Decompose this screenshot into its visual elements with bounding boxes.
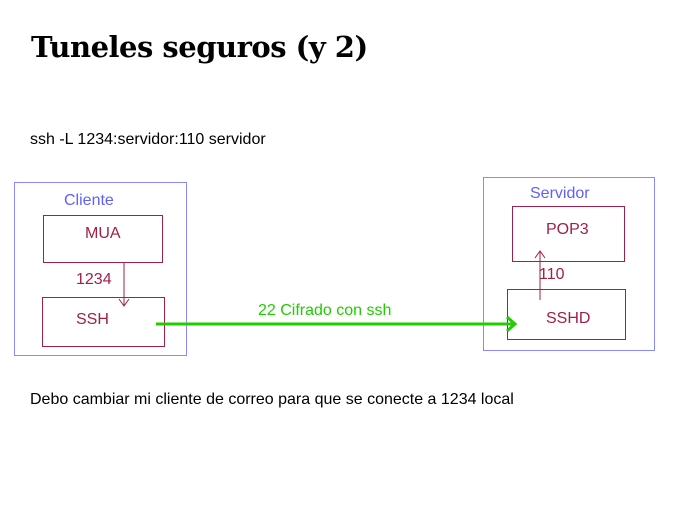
client-group-box	[14, 182, 187, 356]
tunnel-arrow	[156, 315, 518, 333]
page-title: Tuneles seguros (y 2)	[31, 30, 368, 64]
client-group-label: Cliente	[64, 192, 114, 209]
server-group-box	[483, 177, 655, 351]
ssh-command: ssh -L 1234:servidor:110 servidor	[30, 131, 266, 148]
mua-to-ssh-arrow	[118, 263, 130, 307]
mua-box	[43, 215, 163, 263]
pop3-label: POP3	[546, 221, 589, 238]
server-port-label: 110	[539, 266, 565, 283]
ssh-box	[42, 297, 165, 347]
mua-label: MUA	[85, 225, 121, 242]
footer-note: Debo cambiar mi cliente de correo para q…	[30, 391, 514, 408]
server-group-label: Servidor	[530, 185, 590, 202]
tunnel-label: 22 Cifrado con ssh	[258, 302, 392, 319]
sshd-label: SSHD	[546, 310, 591, 327]
sshd-box	[507, 289, 626, 340]
client-port-label: 1234	[76, 271, 112, 288]
sshd-to-pop3-arrow	[534, 250, 546, 300]
ssh-label: SSH	[76, 311, 109, 328]
pop3-box	[512, 206, 625, 262]
